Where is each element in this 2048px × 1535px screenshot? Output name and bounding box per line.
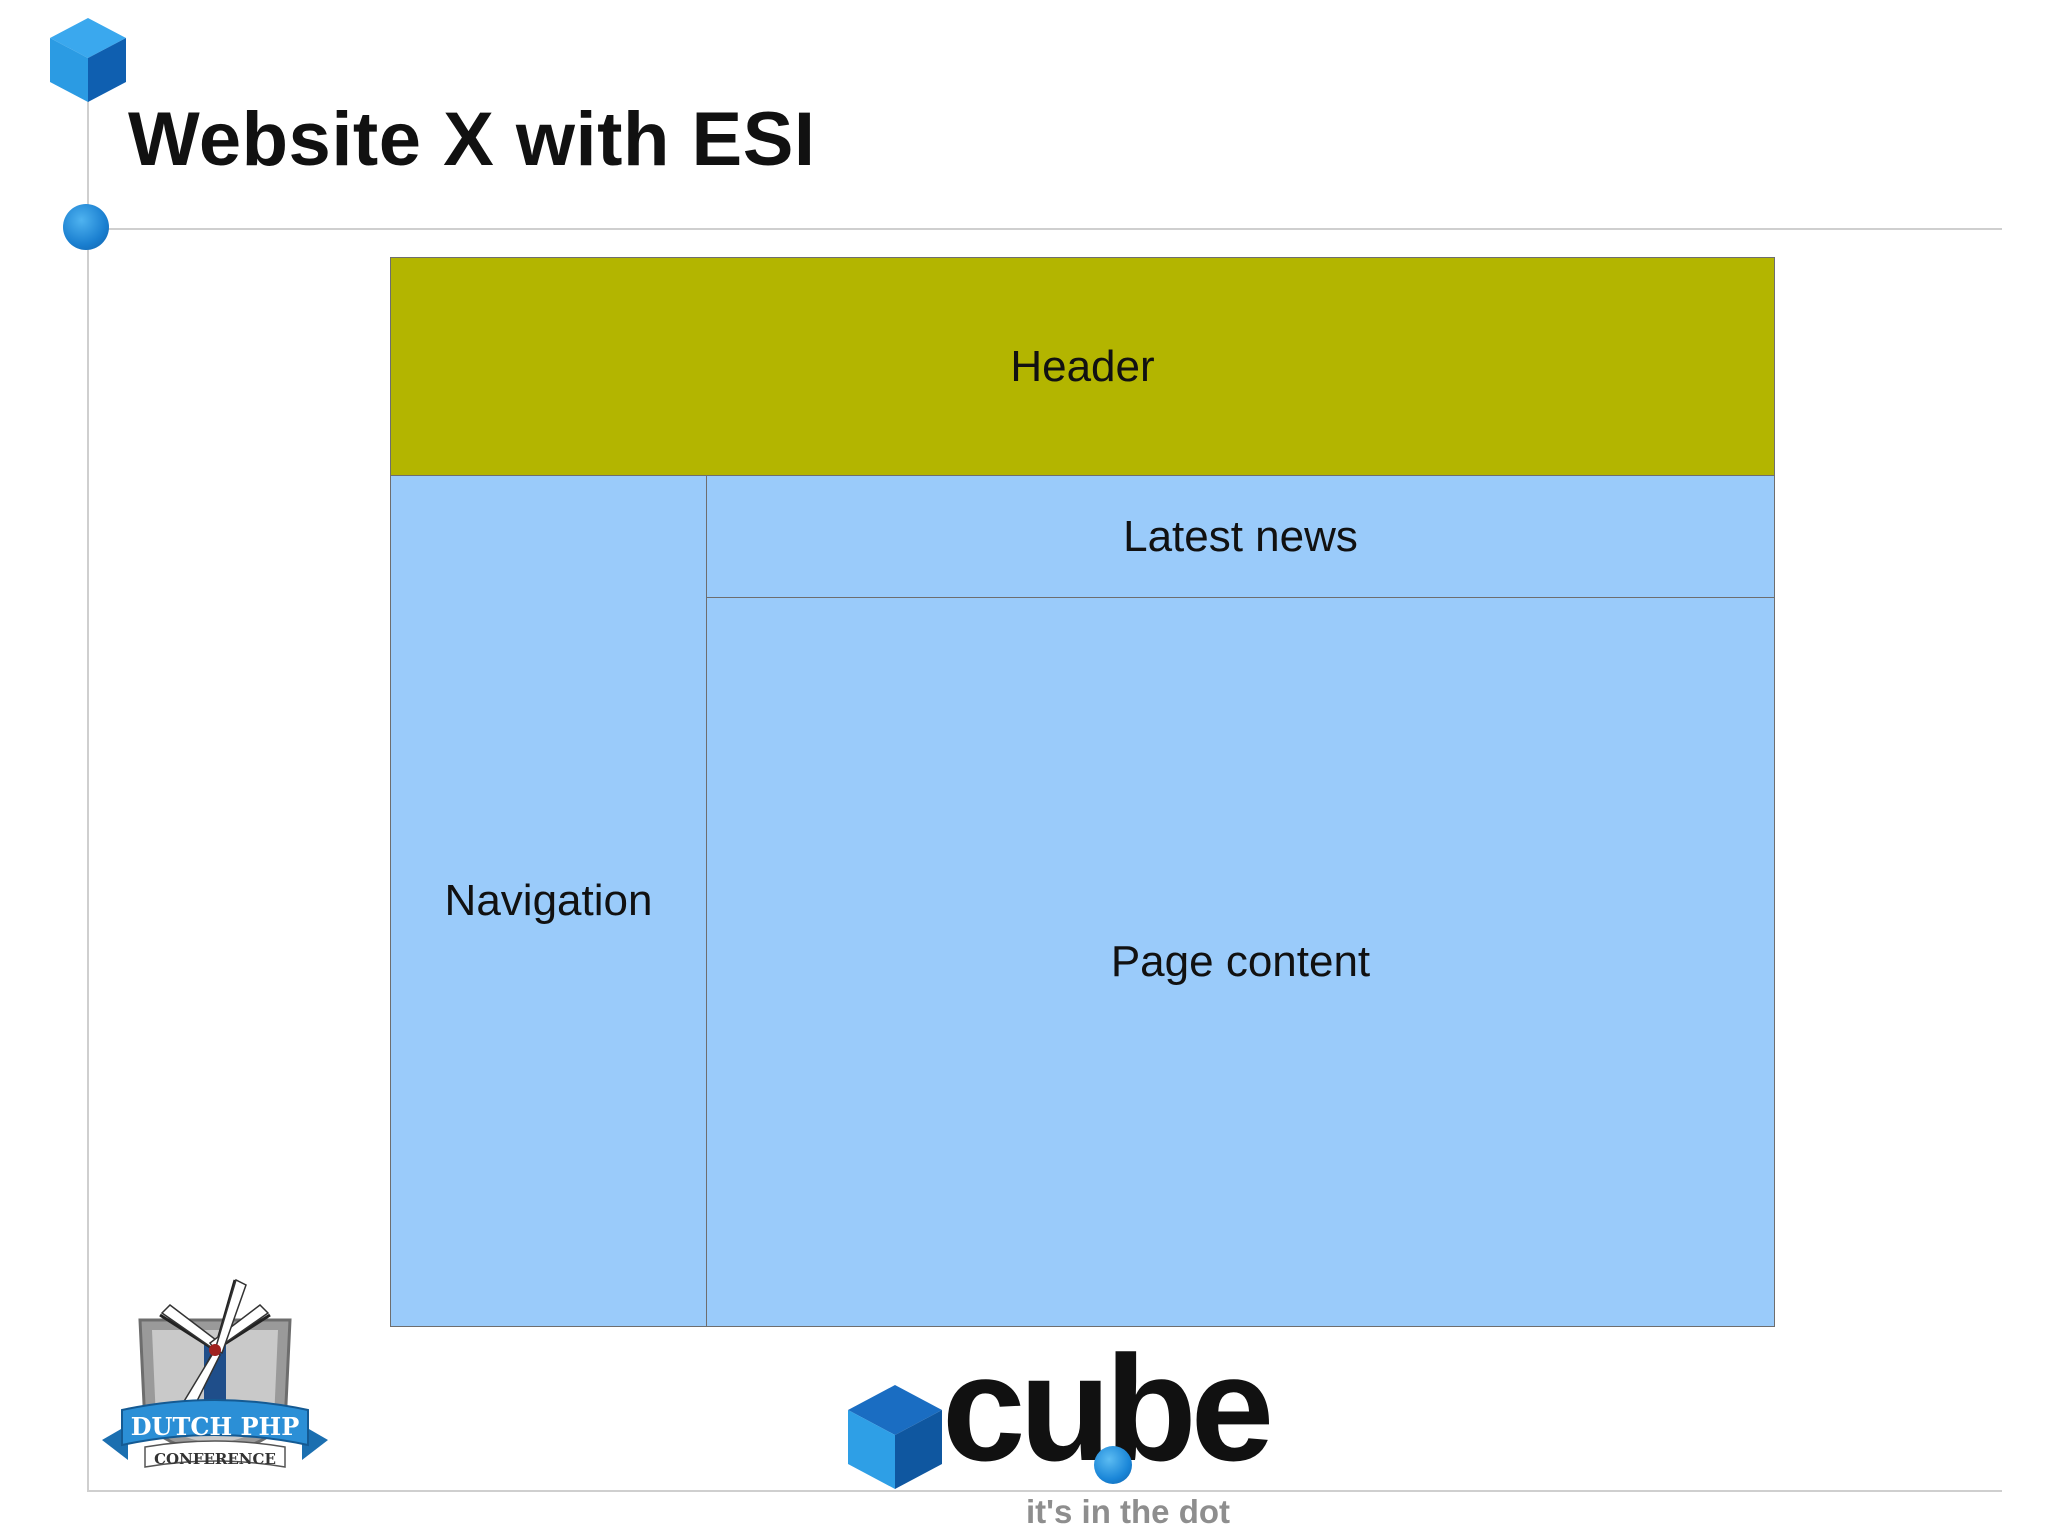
latest-news-block: Latest news — [707, 476, 1774, 598]
website-layout-diagram: Header Navigation Latest news Page conte… — [390, 257, 1775, 1327]
svg-text:CONFERENCE: CONFERENCE — [154, 1450, 276, 1468]
cube-icon — [848, 1385, 942, 1489]
cube-tagline: it's in the dot — [1026, 1493, 1230, 1530]
latest-news-label: Latest news — [1123, 511, 1358, 561]
footer-divider-line — [87, 1490, 2002, 1492]
page-content-label: Page content — [1110, 937, 1371, 986]
cube-company-logo: cube it's in the dot — [848, 1333, 1308, 1535]
cube-icon — [50, 18, 126, 102]
cube-wordmark-part1: cu — [942, 1324, 1111, 1492]
cube-dot-icon — [1094, 1446, 1132, 1484]
title-bullet-dot — [63, 204, 109, 250]
cube-wordmark-part2: be — [1105, 1324, 1274, 1492]
header-label: Header — [1010, 341, 1155, 391]
frame-vertical-line — [87, 90, 89, 1490]
slide-title: Website X with ESI — [128, 97, 816, 182]
navigation-label: Navigation — [444, 876, 653, 925]
navigation-block: Navigation — [391, 476, 707, 1326]
header-block: Header — [391, 258, 1774, 476]
dutch-php-conference-logo: DUTCH PHP CONFERENCE — [102, 1278, 328, 1468]
svg-text:DUTCH PHP: DUTCH PHP — [131, 1412, 300, 1441]
cube-wordmark: cube — [942, 1333, 1274, 1483]
title-divider-line — [87, 228, 2002, 230]
page-content-block: Page content — [707, 598, 1774, 1326]
windmill-icon — [159, 1278, 271, 1435]
